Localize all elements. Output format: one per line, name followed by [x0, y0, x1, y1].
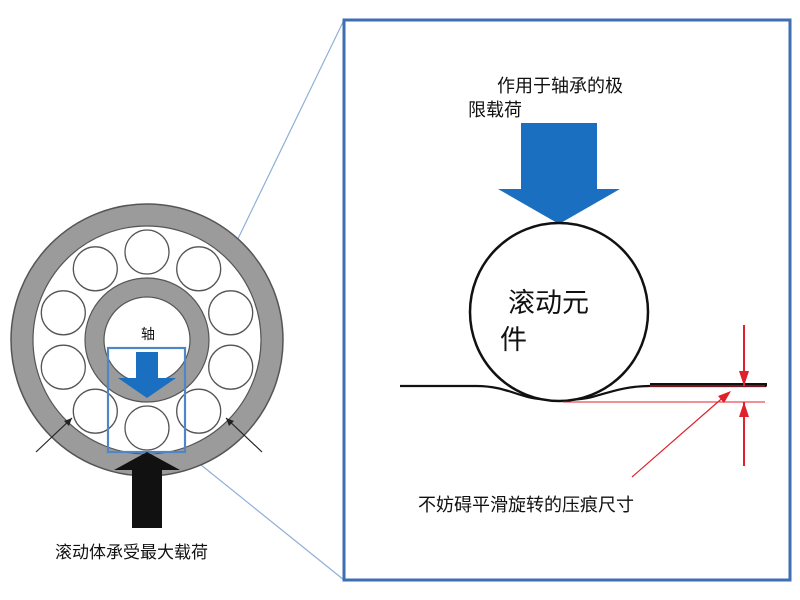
rolling-element-label-line2: 件	[500, 325, 527, 356]
dim-arrowhead-upper	[739, 371, 749, 386]
bearing-ball	[176, 388, 222, 434]
bearing-ball	[72, 388, 118, 434]
max-load-caption: 滚动体承受最大载荷	[55, 543, 208, 563]
rolling-element-label-line1: 滚动元	[508, 288, 589, 319]
zoom-line-bottom	[184, 451, 345, 581]
bearing-ball	[208, 344, 254, 390]
limit-load-label-line2: 限载荷	[468, 100, 522, 121]
bearing-ball	[208, 290, 254, 336]
pointer-line-left	[35, 417, 73, 453]
pointer-line-right	[225, 417, 263, 453]
external-load-arrow	[114, 452, 180, 528]
pointer-arrowhead-left	[64, 418, 72, 426]
dent-leader-arrowhead	[718, 391, 731, 403]
shaft-load-arrow	[118, 352, 176, 398]
bearing-ball	[72, 246, 118, 292]
shaft-label: 轴	[141, 327, 155, 343]
bearing-ball	[176, 246, 222, 292]
bearing-ball	[40, 344, 86, 390]
dent-leader-line	[631, 393, 728, 478]
limit-load-label-line1: 作用于轴承的极	[497, 76, 623, 97]
limit-load-arrow	[498, 123, 620, 224]
dim-arrowhead-lower	[739, 402, 749, 417]
ball-set	[40, 229, 254, 451]
rolling-element	[468, 221, 650, 403]
pointer-arrowhead-right	[226, 418, 234, 426]
raceway-edge-thick	[650, 383, 767, 387]
bearing-ball	[124, 229, 170, 275]
bearing-ball	[124, 405, 170, 451]
dent-size-caption: 不妨碍平滑旋转的压痕尺寸	[418, 495, 634, 516]
bearing-ball	[40, 290, 86, 336]
highlight-box	[106, 346, 187, 454]
